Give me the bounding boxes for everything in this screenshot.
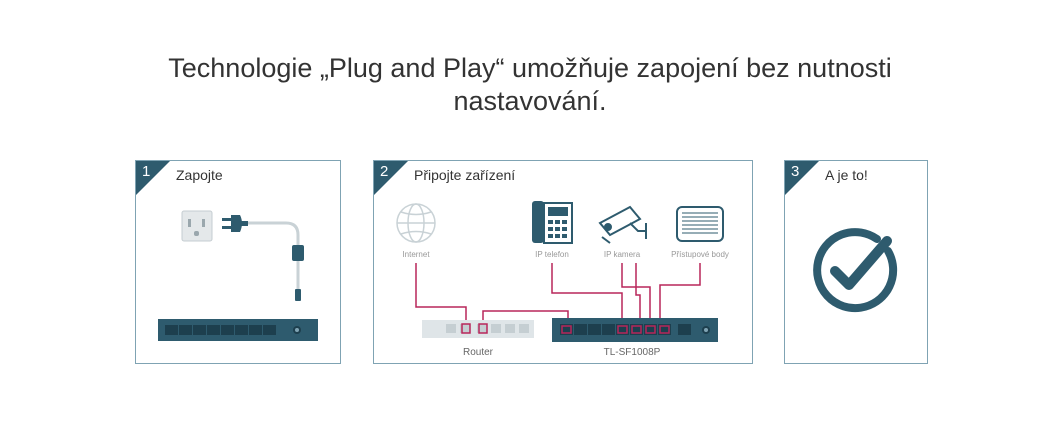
- step-1-corner-badge: [136, 161, 170, 195]
- ip-camera-icon: [598, 205, 647, 244]
- ip-camera-label: IP kamera: [604, 250, 641, 259]
- headline: Technologie „Plug and Play“ umožňuje zap…: [0, 52, 1060, 118]
- step-1-number: 1: [142, 163, 151, 180]
- switch-device: [552, 318, 718, 342]
- access-point-icon: [676, 206, 724, 242]
- power-outlet-icon: [181, 210, 213, 242]
- internet-label: Internet: [402, 250, 430, 259]
- power-plug-icon: [222, 215, 248, 232]
- router-device: [422, 320, 534, 338]
- headline-line-2: nastavování.: [453, 86, 607, 116]
- step-3-panel: 3 A je to!: [784, 160, 928, 364]
- step-2-title: Připojte zařízení: [414, 167, 516, 183]
- globe-icon: [396, 203, 436, 243]
- step-2-illustration: Internet IP telefon IP kamera: [396, 201, 729, 358]
- step-3-title: A je to!: [825, 167, 868, 183]
- step-2-corner-badge: [374, 161, 408, 195]
- router-label: Router: [463, 347, 494, 358]
- cable-adapter-icon: [292, 245, 304, 261]
- step-3-corner-badge: [785, 161, 819, 195]
- switch-device: [158, 319, 318, 341]
- ip-phone-icon: [532, 201, 573, 244]
- step-2-panel: 2 Připojte zařízení Internet IP telefon: [373, 160, 753, 364]
- access-points-label: Přístupové body: [671, 250, 729, 259]
- step-3-number: 3: [791, 163, 800, 180]
- checkmark-circle-icon: [813, 228, 898, 313]
- switch-label: TL-SF1008P: [604, 347, 661, 358]
- connection-lines: [415, 263, 701, 328]
- step-1-title: Zapojte: [176, 167, 223, 183]
- headline-line-1: Technologie „Plug and Play“ umožňuje zap…: [168, 53, 892, 83]
- ip-phone-label: IP telefon: [535, 250, 569, 259]
- step-1-illustration: [158, 210, 318, 341]
- step-1-panel: 1 Zapojte: [135, 160, 341, 364]
- step-2-number: 2: [380, 163, 389, 180]
